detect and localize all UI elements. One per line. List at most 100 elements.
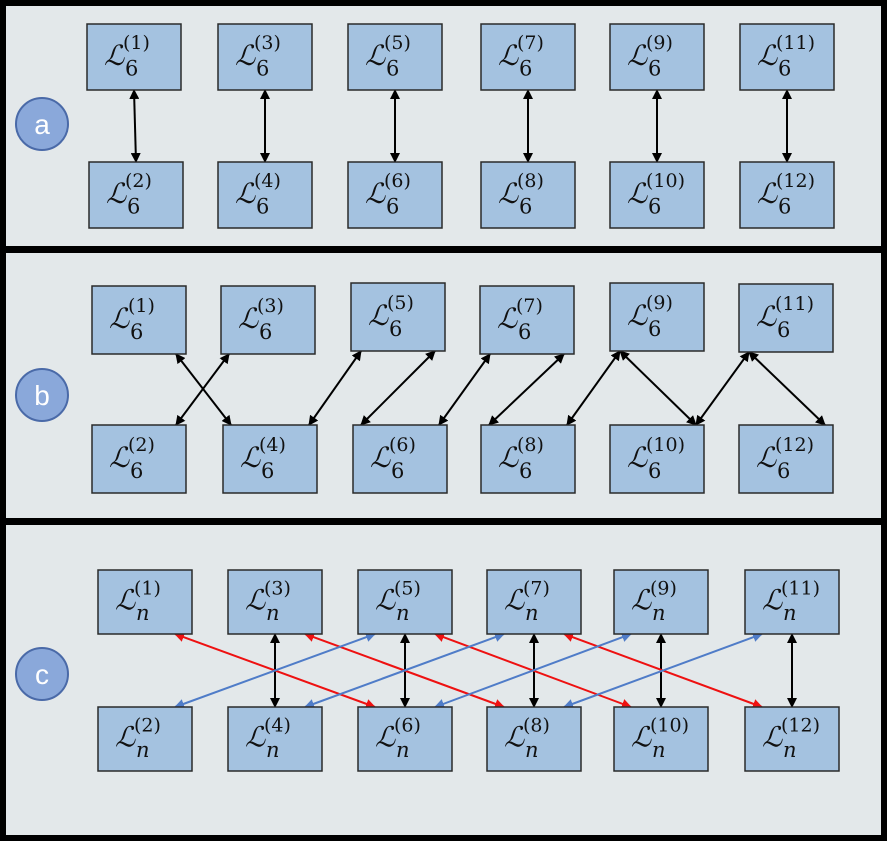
node-box: [347, 161, 443, 229]
node-superscript: (11): [775, 293, 814, 315]
node-superscript: (7): [523, 577, 550, 599]
node-symbol: ℒ: [104, 39, 125, 72]
node-box: [744, 569, 840, 635]
node-symbol: ℒ: [627, 39, 648, 72]
node-subscript: 6: [125, 56, 138, 80]
node-box: [227, 706, 323, 772]
node-box: [609, 282, 705, 352]
node-subscript: n: [525, 601, 539, 625]
node-superscript: (2): [125, 170, 152, 192]
badge-label: c: [35, 659, 49, 690]
node-subscript: n: [266, 738, 280, 762]
node-subscript: 6: [519, 459, 532, 483]
node-superscript: (9): [646, 32, 673, 54]
node-subscript: 6: [130, 459, 143, 483]
node-superscript: (1): [128, 295, 155, 317]
panel-badge-a: a: [15, 97, 69, 151]
badge-circle: [15, 97, 69, 151]
node-superscript: (12): [775, 434, 814, 456]
node-superscript: (4): [264, 714, 291, 736]
node-superscript: (1): [134, 577, 161, 599]
node-symbol: ℒ: [627, 177, 648, 210]
node-subscript: 6: [256, 194, 269, 218]
node-symbol: ℒ: [368, 299, 389, 332]
node-symbol: ℒ: [498, 177, 519, 210]
node-symbol: ℒ: [756, 300, 777, 333]
node-subscript: 6: [389, 317, 402, 341]
node-symbol: ℒ: [106, 177, 127, 210]
edges: [129, 89, 792, 163]
node-box: [480, 23, 576, 91]
node-superscript: (8): [517, 434, 544, 456]
node-superscript: (7): [517, 32, 544, 54]
node-symbol: ℒ: [497, 302, 518, 335]
node-subscript: n: [396, 601, 410, 625]
badge-label: b: [34, 380, 50, 411]
node-box: [222, 424, 318, 494]
node-superscript: (5): [394, 577, 421, 599]
panel-badge-c: c: [15, 647, 69, 701]
edge-blue-arrow: [563, 632, 763, 709]
node-superscript: (9): [650, 577, 677, 599]
node-subscript: 6: [519, 194, 532, 218]
node-box: [357, 706, 453, 772]
node-superscript: (12): [781, 714, 820, 736]
node-box: [613, 569, 709, 635]
edge-black-arrow: [748, 351, 826, 426]
node-box: [739, 23, 835, 91]
node-box: [97, 569, 193, 635]
node-box: [220, 285, 316, 355]
node-symbol: ℒ: [757, 177, 778, 210]
node-superscript: (6): [384, 170, 411, 192]
edge-black-arrow: [566, 350, 621, 426]
node-superscript: (6): [389, 434, 416, 456]
node-symbol: ℒ: [627, 441, 648, 474]
node-symbol: ℒ: [235, 177, 256, 210]
node-box: [480, 424, 576, 494]
node-superscript: (6): [394, 714, 421, 736]
node-symbol: ℒ: [245, 584, 266, 617]
node-box: [86, 23, 182, 91]
node-superscript: (7): [516, 295, 543, 317]
edges: [175, 350, 826, 426]
badge-circle: [15, 368, 69, 422]
node-superscript: (10): [646, 434, 685, 456]
node-symbol: ℒ: [504, 721, 525, 754]
node-symbol: ℒ: [498, 441, 519, 474]
node-box: [217, 161, 313, 229]
node-subscript: 6: [127, 194, 140, 218]
node-subscript: n: [783, 738, 797, 762]
node-symbol: ℒ: [365, 177, 386, 210]
edge-black-arrow: [308, 350, 362, 426]
node-subscript: n: [525, 738, 539, 762]
node-box: [347, 23, 443, 91]
edge-black-arrow: [619, 350, 697, 426]
node-box: [613, 706, 709, 772]
edge-black-arrow: [438, 353, 491, 426]
node-symbol: ℒ: [757, 39, 778, 72]
badge-circle: [15, 647, 69, 701]
node-box: [609, 424, 705, 494]
node-symbol: ℒ: [115, 584, 136, 617]
node-box: [486, 706, 582, 772]
node-subscript: 6: [778, 56, 791, 80]
node-box: [352, 424, 448, 494]
node-symbol: ℒ: [504, 584, 525, 617]
node-superscript: (9): [646, 292, 673, 314]
